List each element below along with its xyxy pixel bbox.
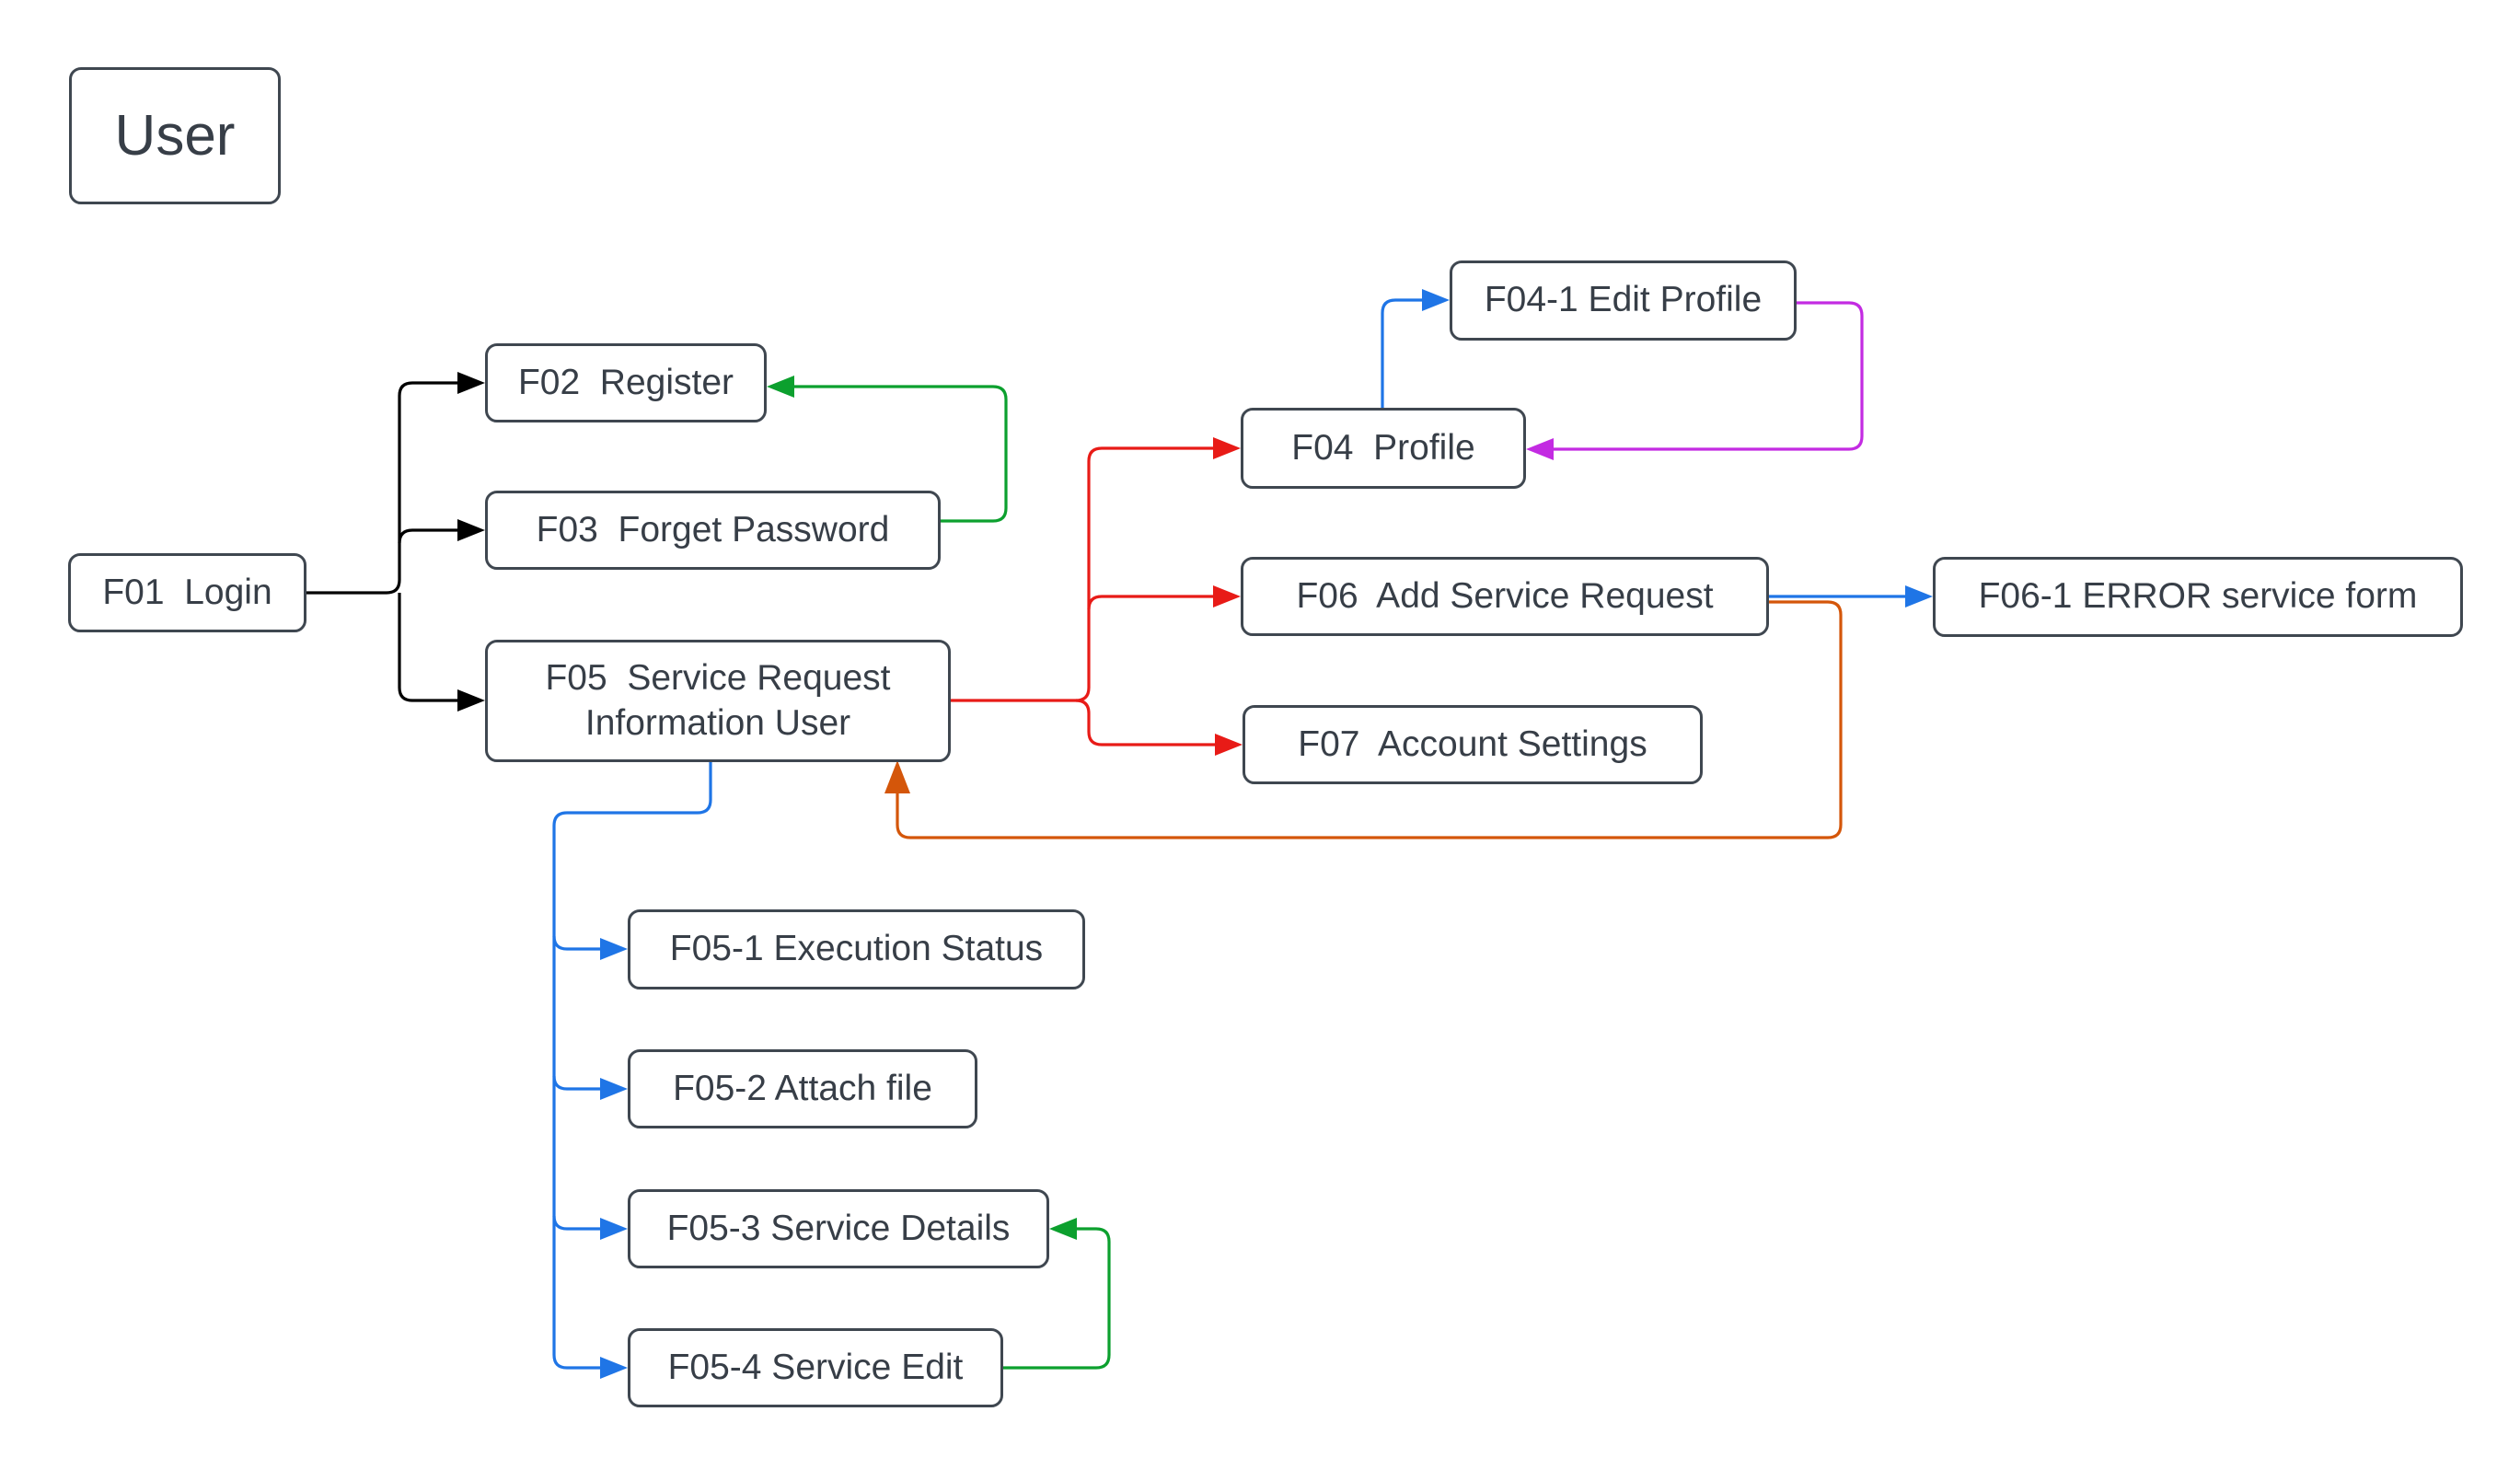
edge-f03-to-f02 bbox=[794, 385, 1008, 523]
node-f06-1-error-service-form: F06-1 ERROR service form bbox=[1933, 557, 2463, 637]
edge-f05-to-f05-2 bbox=[552, 1075, 600, 1091]
edge-f05-to-f05-4 bbox=[552, 762, 712, 1370]
node-f05-3-service-details: F05-3 Service Details bbox=[628, 1189, 1049, 1268]
edge-f01-to-f05 bbox=[398, 593, 457, 702]
arrowhead-f05-to-f05-2 bbox=[600, 1078, 628, 1100]
node-f02-register: F02 Register bbox=[485, 343, 767, 422]
node-f05-service-request-information-user: F05 Service Request Information User bbox=[485, 640, 951, 762]
node-f05-4-service-edit: F05-4 Service Edit bbox=[628, 1328, 1003, 1407]
arrowhead-f06-to-f06-1 bbox=[1905, 585, 1933, 608]
arrowhead-f04-1-to-f04 bbox=[1526, 438, 1554, 460]
edge-f05-to-f06 bbox=[1087, 595, 1213, 610]
arrowhead-f04-to-f04-1 bbox=[1422, 289, 1450, 311]
arrowhead-f01-to-f02 bbox=[457, 372, 485, 394]
arrowhead-f05-4-to-f05-3 bbox=[1049, 1218, 1077, 1240]
edge-f01-to-f02 bbox=[306, 381, 457, 595]
arrowhead-f05-to-f06 bbox=[1213, 585, 1241, 608]
arrowhead-f05-to-f04 bbox=[1213, 437, 1241, 459]
edge-f05-to-f04 bbox=[1075, 446, 1213, 702]
arrowhead-f05-to-f05-4 bbox=[600, 1357, 628, 1379]
edge-f06-to-f05-return bbox=[896, 600, 1843, 839]
node-f05-2-attach-file: F05-2 Attach file bbox=[628, 1049, 977, 1128]
node-f01-login: F01 Login bbox=[68, 553, 306, 632]
node-f05-1-execution-status: F05-1 Execution Status bbox=[628, 909, 1085, 989]
node-f06-add-service-request: F06 Add Service Request bbox=[1241, 557, 1769, 636]
arrowhead-f06-to-f05-return bbox=[884, 760, 910, 793]
edge-f04-1-to-f04 bbox=[1554, 301, 1864, 451]
arrowhead-f01-to-f03 bbox=[457, 519, 485, 541]
arrowhead-f05-to-f05-1 bbox=[600, 938, 628, 960]
node-f07-account-settings: F07 Account Settings bbox=[1243, 705, 1703, 784]
edge-f01-to-f03 bbox=[398, 528, 457, 544]
node-f04-profile: F04 Profile bbox=[1241, 408, 1526, 489]
edge-f05-to-f05-1 bbox=[552, 935, 600, 951]
arrowhead-f05-to-f07 bbox=[1215, 734, 1243, 756]
arrowhead-f05-to-f05-3 bbox=[600, 1218, 628, 1240]
node-user: User bbox=[69, 67, 281, 204]
node-f04-1-edit-profile: F04-1 Edit Profile bbox=[1450, 260, 1797, 341]
edge-f05-to-f05-3 bbox=[552, 1215, 600, 1231]
edge-f05-4-to-f05-3 bbox=[1003, 1227, 1111, 1370]
arrowhead-f01-to-f05 bbox=[457, 689, 485, 712]
edge-f05-to-f07 bbox=[1075, 699, 1215, 746]
edge-f04-to-f04-1 bbox=[1381, 298, 1422, 408]
node-f03-forget-password: F03 Forget Password bbox=[485, 491, 941, 570]
arrowhead-f03-to-f02 bbox=[767, 376, 794, 398]
